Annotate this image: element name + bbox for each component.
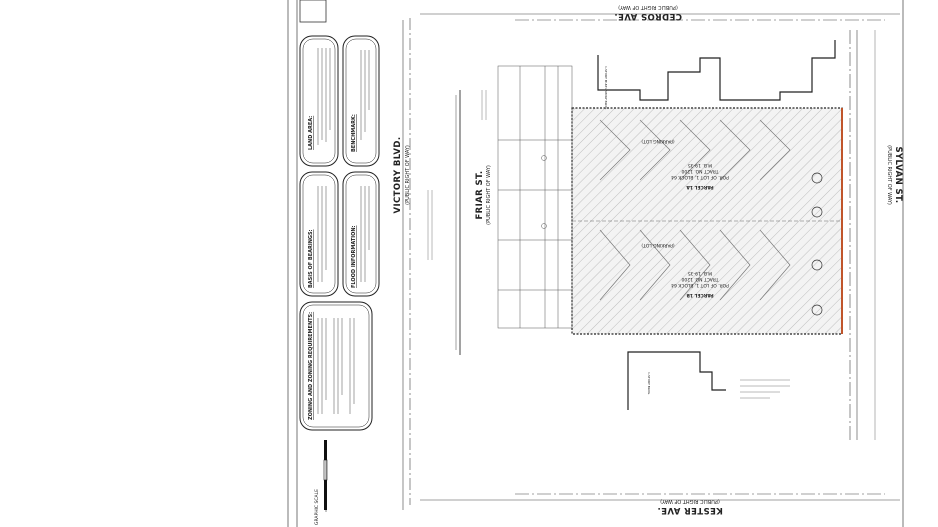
- victory-side-annotations: [427, 90, 487, 260]
- street-label-sylvan: SYLVAN ST. (PUBLIC RIGHT OF WAY): [886, 145, 903, 205]
- parcel-1b-line-3: M.B. 19-35: [688, 270, 712, 276]
- zoning-heading: ZONING AND ZONING REQUIREMENTS:: [308, 312, 314, 420]
- street-label-friar: FRIAR ST. (PUBLIC RIGHT OF WAY): [475, 165, 492, 225]
- sylvan-st-sub: (PUBLIC RIGHT OF WAY): [886, 145, 892, 205]
- north-building: 1-STORY MULTI-FAMILY BLDG.: [597, 40, 836, 110]
- right-of-way-lines: [402, 13, 900, 510]
- basis-of-bearings-box: BASIS OF BEARINGS:: [299, 171, 339, 297]
- kester-ave-name: KESTER AVE.: [657, 505, 723, 515]
- graphic-scale: GRAPHIC SCALE: [314, 440, 328, 525]
- basis-of-bearings-heading: BASIS OF BEARINGS:: [308, 229, 314, 288]
- flood-information-heading: FLOOD INFORMATION:: [351, 225, 357, 288]
- parking-lot: [571, 107, 843, 335]
- sylvan-st-name: SYLVAN ST.: [893, 146, 903, 203]
- benchmark-heading: BENCHMARK:: [351, 114, 357, 152]
- flood-information-box: FLOOD INFORMATION:: [342, 171, 380, 297]
- parcel-1b-line-2: TRACT NO. 1200: [681, 276, 719, 282]
- parcel-1a-label: PARCEL 1A POR. OF LOT 1, BLOCK 64 TRACT …: [671, 162, 729, 190]
- north-building-label: 1-STORY MULTI-FAMILY BLDG.: [604, 66, 608, 110]
- parcel-1b-parking: (PARKING LOT): [641, 242, 675, 248]
- street-label-kester: KESTER AVE. (PUBLIC RIGHT OF WAY): [657, 498, 723, 515]
- title-fragment: [299, 0, 327, 23]
- zoning-box: ZONING AND ZONING REQUIREMENTS:: [299, 301, 373, 431]
- land-area-box: LAND AREA:: [299, 35, 339, 167]
- south-building: 1-STORY BLDG.: [627, 351, 726, 410]
- land-area-heading: LAND AREA:: [308, 116, 314, 150]
- sheet-border: [287, 0, 904, 527]
- parcel-1b-line-1: POR. OF LOT 1, BLOCK 64: [671, 282, 729, 288]
- kester-ave-sub: (PUBLIC RIGHT OF WAY): [660, 498, 720, 504]
- flood-information-text: [360, 186, 370, 282]
- benchmark-text: [360, 50, 370, 140]
- parcel-1a-line-1: POR. OF LOT 1, BLOCK 64: [671, 174, 729, 180]
- south-building-label: 1-STORY BLDG.: [647, 372, 651, 395]
- benchmark-box: BENCHMARK:: [342, 35, 380, 167]
- land-area-text: [317, 48, 331, 145]
- victory-blvd-name: VICTORY BLVD.: [393, 137, 403, 214]
- graphic-scale-label: GRAPHIC SCALE: [314, 489, 320, 525]
- street-label-cedros: CEDROS AVE. (PUBLIC RIGHT OF WAY): [614, 4, 682, 21]
- kester-side-annotations: [740, 379, 790, 399]
- basis-of-bearings-text: [317, 186, 327, 282]
- sidewalk-strip: [497, 65, 573, 329]
- friar-st-name: FRIAR ST.: [475, 170, 485, 219]
- parcel-1a-line-3: M.B. 19-35: [688, 162, 712, 168]
- parcel-1a-parking: (PARKING LOT): [641, 138, 675, 144]
- parcel-1b-label: PARCEL 1B POR. OF LOT 1, BLOCK 64 TRACT …: [671, 270, 729, 298]
- notes-panel: LAND AREA: BENCHMARK: BASIS OF BEARINGS: [299, 35, 380, 431]
- parcel-1b-title: PARCEL 1B: [686, 292, 714, 298]
- parcel-1a-line-2: TRACT NO. 1200: [681, 168, 719, 174]
- parking-stall-chevrons: [599, 119, 791, 301]
- cedros-ave-name: CEDROS AVE.: [614, 11, 682, 21]
- victory-blvd-sub: (PUBLIC RIGHT OF WAY): [405, 145, 411, 205]
- zoning-text: [317, 318, 355, 414]
- east-side-features: [811, 172, 823, 316]
- street-label-victory: VICTORY BLVD. (PUBLIC RIGHT OF WAY): [393, 137, 411, 214]
- friar-st-sub: (PUBLIC RIGHT OF WAY): [486, 165, 492, 225]
- cedros-ave-sub: (PUBLIC RIGHT OF WAY): [618, 4, 678, 10]
- parcel-1a-title: PARCEL 1A: [686, 184, 714, 190]
